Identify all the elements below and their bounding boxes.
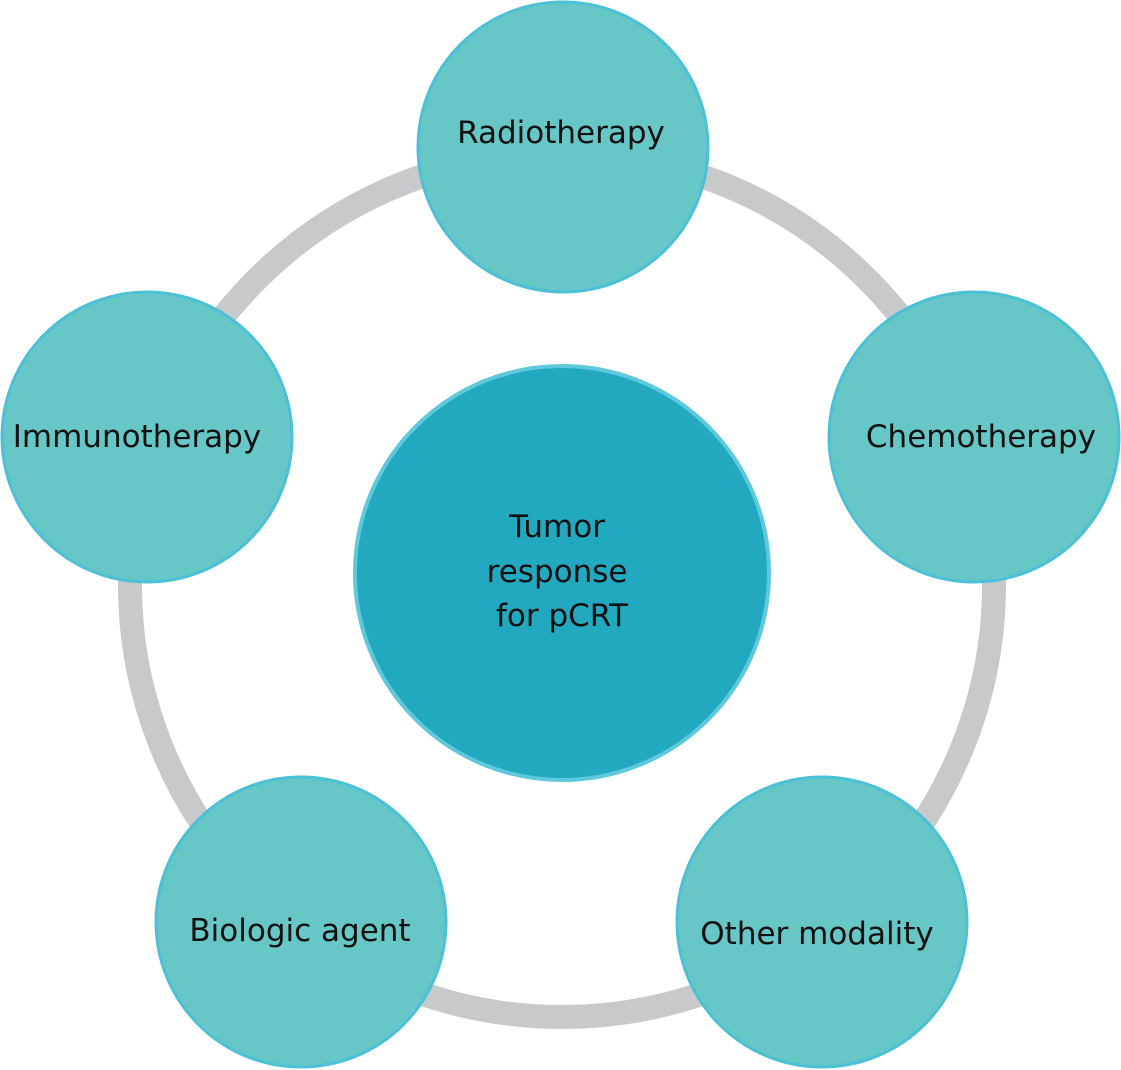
node-other-modality-label: Other modality [700,916,933,952]
node-immunotherapy-circle [0,290,294,584]
node-radiotherapy-circle [416,0,710,294]
node-chemotherapy-label: Chemotherapy [866,419,1096,455]
center-circle [353,364,771,782]
node-chemotherapy: Chemotherapy [827,290,1121,584]
node-radiotherapy: Radiotherapy [416,0,710,294]
center-label: Tumor response for pCRT [487,509,638,634]
node-radiotherapy-label: Radiotherapy [457,115,665,151]
node-chemotherapy-circle [827,290,1121,584]
center-node: Tumor response for pCRT [353,364,771,782]
node-biologic-agent-circle [154,775,448,1069]
center-label-line-1: Tumor [508,509,605,545]
center-label-line-2: response [487,554,628,590]
node-immunotherapy-label: Immunotherapy [13,419,261,455]
center-label-line-3: for pCRT [496,598,629,634]
node-biologic-agent: Biologic agent [154,775,448,1069]
node-biologic-agent-label: Biologic agent [189,913,410,949]
node-other-modality: Other modality [675,775,969,1069]
node-immunotherapy: Immunotherapy [0,290,294,584]
node-other-modality-circle [675,775,969,1069]
